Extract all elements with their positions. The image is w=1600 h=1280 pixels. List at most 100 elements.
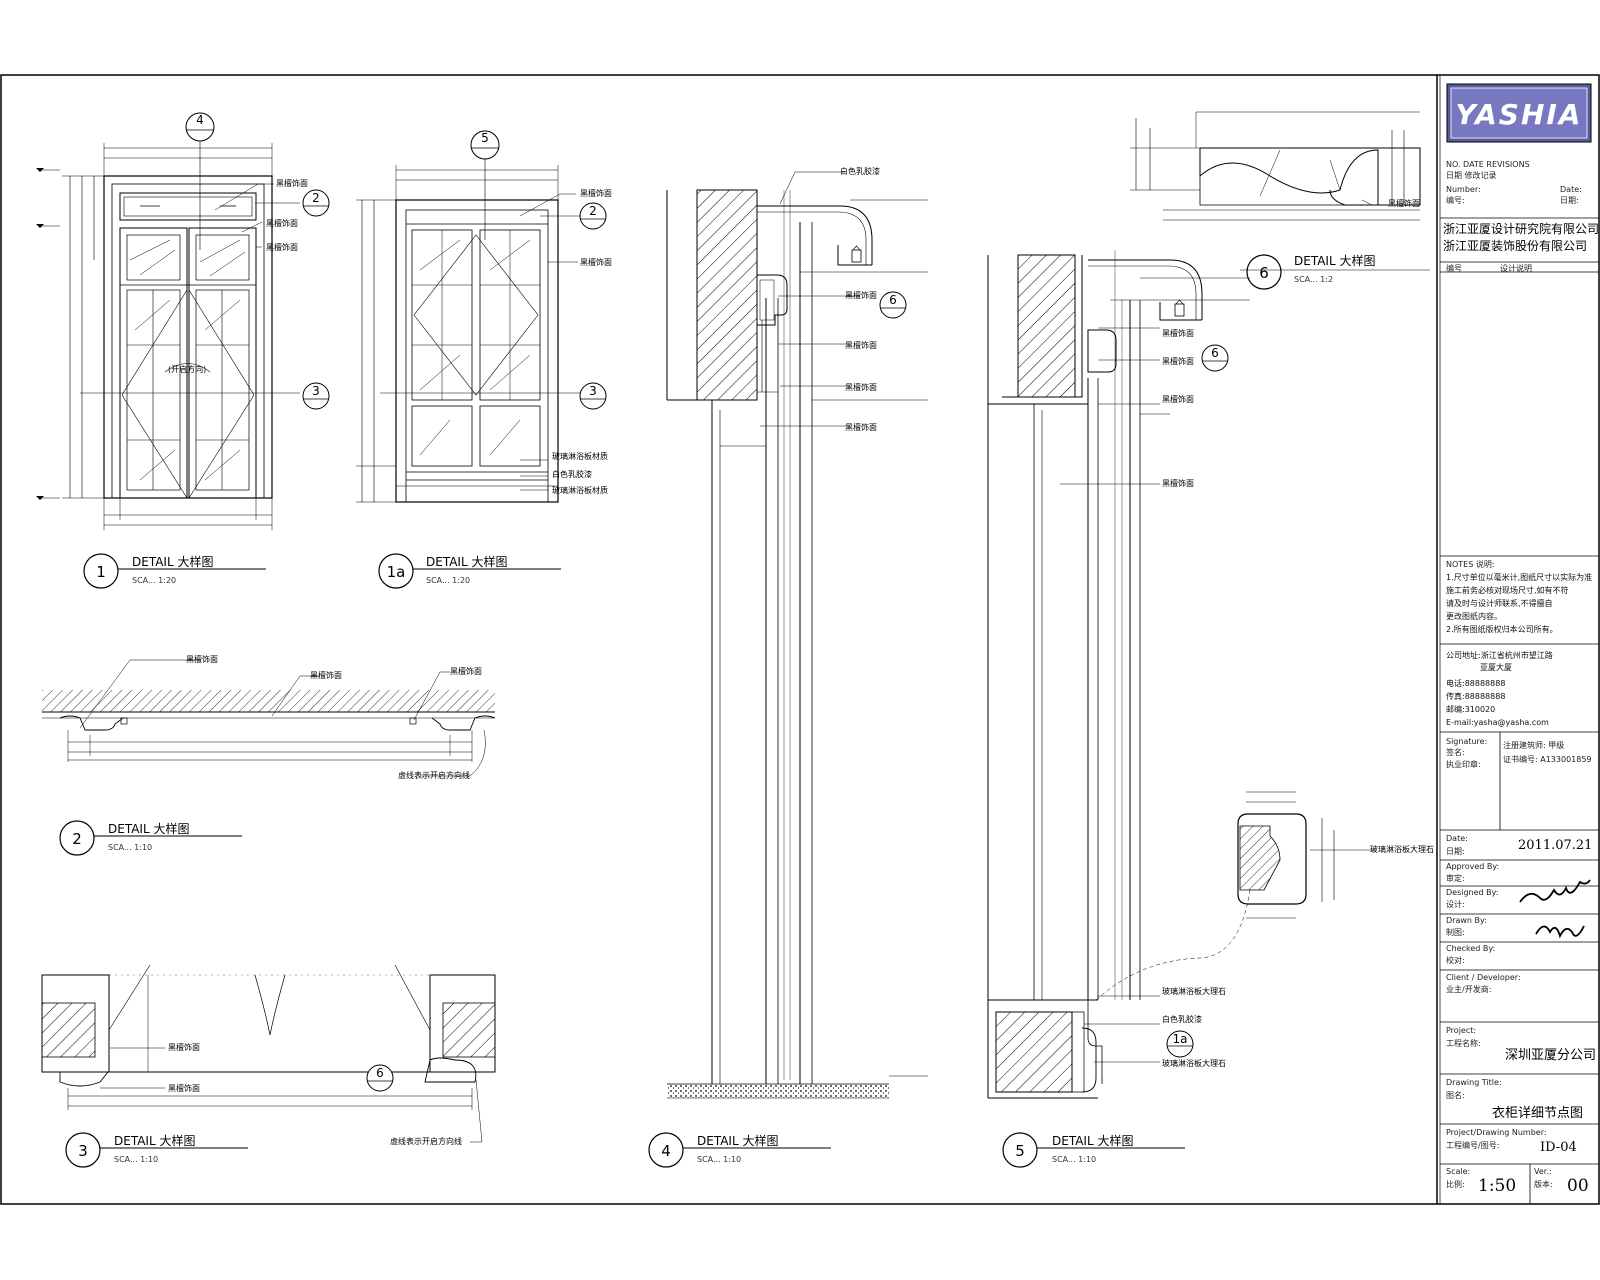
label-sec5-c: 黑檀饰面 <box>1162 394 1194 404</box>
detail-6-number: 6 <box>1259 264 1269 282</box>
tb-signature-cn: 签名: <box>1446 748 1465 757</box>
label-sec5-a: 黑檀饰面 <box>1162 328 1194 338</box>
detail-4-section <box>666 171 928 1099</box>
detail-2-number: 2 <box>72 830 82 848</box>
tb-revisions: NO. DATE REVISIONS <box>1446 160 1530 169</box>
label-profile-a: 玻璃淋浴板大理石 <box>1370 844 1434 854</box>
detail-3-scale: SCA... 1:10 <box>114 1155 158 1164</box>
detail-5-title: DETAIL 大样图 <box>1052 1133 1133 1148</box>
marker-callout-6a <box>879 291 907 319</box>
detail-3-section <box>41 964 496 1143</box>
label-sec3-b: 黑檀饰面 <box>168 1083 200 1093</box>
tb-client-cn: 业主/开发商: <box>1446 985 1492 994</box>
tb-drawn-cn: 制图: <box>1446 928 1465 937</box>
marker-callout-2b <box>579 202 607 230</box>
tb-company-1: 浙江亚厦设计研究院有限公司 <box>1443 222 1600 236</box>
label-plan2-a: 黑檀饰面 <box>186 654 218 664</box>
tb-note-3: 请及时与设计师联系,不得擅自 <box>1446 599 1553 608</box>
tb-company-address: 公司地址:浙江省杭州市望江路 <box>1446 651 1553 660</box>
label-sec4-a: 黑檀饰面 <box>845 290 877 300</box>
detail-5-number: 5 <box>1015 1142 1025 1160</box>
tb-fax: 传真:88888888 <box>1446 692 1506 701</box>
detail-1-number: 1 <box>96 563 106 581</box>
label-elev1a-c: 玻璃淋浴板材质 <box>552 451 608 461</box>
tb-designed-label: Designed By: <box>1446 888 1499 897</box>
label-elev1a-b: 黑檀饰面 <box>580 257 612 267</box>
tb-drawn-label: Drawn By: <box>1446 916 1487 925</box>
detail-2-plan <box>42 659 496 777</box>
detail-4-title: DETAIL 大样图 <box>697 1133 778 1148</box>
tb-zip: 邮编:310020 <box>1446 705 1496 714</box>
tb-cert-2: 证书编号: A133001859 <box>1503 755 1592 764</box>
tb-revisions-cn: 日期 修改记录 <box>1446 171 1497 180</box>
signature-designer <box>1519 879 1591 903</box>
tb-designed-cn: 设计: <box>1446 900 1465 909</box>
marker-callout-2b-num: 2 <box>589 204 597 218</box>
tb-number-label: Number: <box>1446 185 1481 194</box>
tb-note-5: 2.所有图纸版权归本公司所有。 <box>1446 625 1558 634</box>
tb-project-label: Project: <box>1446 1026 1477 1035</box>
label-elev1-a: 黑檀饰面 <box>276 178 308 188</box>
company-logo-text: YASHIA <box>1456 98 1583 131</box>
label-sec5-f: 白色乳胶漆 <box>1162 1014 1202 1024</box>
tb-ver-value: 00 <box>1567 1176 1589 1196</box>
marker-callout-1a <box>1166 1030 1194 1058</box>
marker-callout-1a-num: 1a <box>1173 1032 1188 1046</box>
tb-cert-1: 注册建筑师: 甲级 <box>1503 741 1565 750</box>
tb-email: E-mail:yasha@yasha.com <box>1446 718 1549 727</box>
tb-scale-value: 1:50 <box>1478 1176 1517 1196</box>
tb-note-2: 施工前务必核对现场尺寸,如有不符 <box>1446 586 1569 595</box>
profile-detail <box>1237 791 1376 919</box>
label-plan2-d: 虚线表示开启方向线 <box>398 770 470 780</box>
signature-drawer <box>1535 925 1585 939</box>
tb-note-1: 1.尺寸单位以毫米计,图纸尺寸以实际为准 <box>1446 573 1593 582</box>
tb-checked-cn: 校对: <box>1446 956 1465 965</box>
detail-1a-elevation <box>356 152 600 503</box>
marker-callout-6b-num: 6 <box>1211 346 1219 360</box>
tb-number-cn: 编号: <box>1446 196 1465 205</box>
tb-col-record: 设计说明 <box>1500 264 1532 273</box>
label-elev1-b: 黑檀饰面 <box>266 218 298 228</box>
detail-1a-number: 1a <box>387 563 406 581</box>
tb-approved-label: Approved By: <box>1446 862 1500 871</box>
tb-scale-cn: 比例: <box>1446 1180 1465 1189</box>
marker-callout-3b <box>579 382 607 410</box>
tb-date-value: 2011.07.21 <box>1518 838 1593 853</box>
tb-drawing-value: 衣柜详细节点图 <box>1492 1106 1584 1121</box>
marker-callout-6c <box>366 1064 394 1092</box>
tb-approved-cn: 审定: <box>1446 874 1465 883</box>
label-d6-a: 黑檀饰面 <box>1388 198 1420 208</box>
detail-2-title: DETAIL 大样图 <box>108 821 189 836</box>
label-sec5-e: 玻璃淋浴板大理石 <box>1162 986 1226 996</box>
tb-notes-title: NOTES 说明: <box>1446 560 1495 569</box>
marker-callout-6b <box>1201 344 1229 372</box>
tb-stamp-label: 执业印章: <box>1446 760 1481 769</box>
label-elev1a-a: 黑檀饰面 <box>580 188 612 198</box>
tb-date-cn: 日期: <box>1560 196 1579 205</box>
tb-date-label-2: Date: <box>1446 834 1468 843</box>
tb-drawno-cn: 工程编号/图号: <box>1446 1141 1500 1150</box>
label-plan2-b: 黑檀饰面 <box>310 670 342 680</box>
label-sec4-d: 黑檀饰面 <box>845 422 877 432</box>
marker-callout-3a-num: 3 <box>312 384 320 398</box>
detail-4-number: 4 <box>661 1142 671 1160</box>
marker-axis-4-num: 4 <box>196 113 204 127</box>
sheet-border <box>0 74 1600 1205</box>
label-sec3-c: 虚线表示开启方向线 <box>390 1136 462 1146</box>
detail-1a-title: DETAIL 大样图 <box>426 554 507 569</box>
label-sec5-g: 玻璃淋浴板大理石 <box>1162 1058 1226 1068</box>
tb-date-label: Date: <box>1560 185 1582 194</box>
marker-callout-6a-num: 6 <box>889 293 897 307</box>
tb-client-label: Client / Developer: <box>1446 973 1521 982</box>
tb-signature-label: Signature: <box>1446 737 1488 746</box>
detail-5-section <box>987 250 1251 1099</box>
tb-scale-label: Scale: <box>1446 1167 1471 1176</box>
detail-3-title: DETAIL 大样图 <box>114 1133 195 1148</box>
tb-drawing-label: Drawing Title: <box>1446 1078 1502 1087</box>
marker-callout-3a <box>302 382 330 410</box>
label-sec4-b: 黑檀饰面 <box>845 340 877 350</box>
detail-1a-scale: SCA... 1:20 <box>426 576 470 585</box>
tb-company-address-2: 亚厦大厦 <box>1480 663 1512 672</box>
tb-drawno-label: Project/Drawing Number: <box>1446 1128 1547 1137</box>
